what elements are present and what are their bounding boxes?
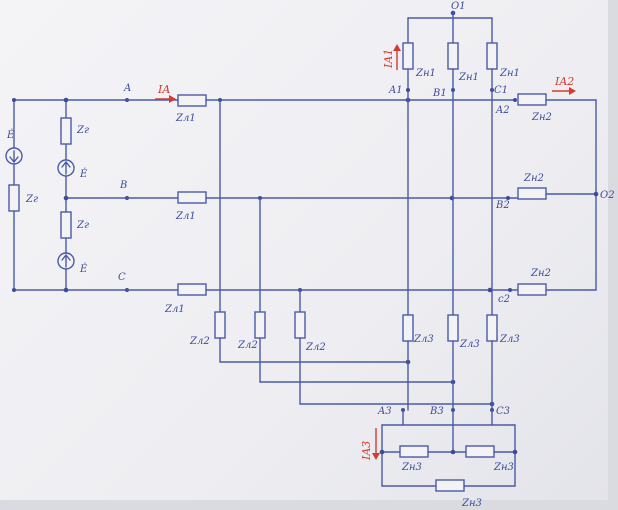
resistor-zn3-1 [399, 445, 429, 458]
label-zr2: Zг [76, 125, 89, 136]
node-a3-label: A3 [377, 406, 392, 417]
label-zl2-b: Zл2 [237, 340, 258, 351]
label-zn3-2: Zн3 [493, 462, 514, 473]
node-b-label: B [119, 180, 127, 191]
node-b1-label: B1 [432, 88, 447, 99]
label-zl3-a: Zл3 [413, 334, 434, 345]
resistor-zl1-a [177, 94, 207, 107]
arrow-up-icon [61, 253, 71, 268]
node-b3-label: B3 [429, 406, 444, 417]
arrow-up-icon [61, 160, 71, 175]
resistor-zr-bottom [60, 211, 72, 239]
label-zn3-3: Zн3 [461, 498, 482, 509]
label-e1: Ė [6, 129, 15, 141]
resistor-zl1-b [177, 191, 207, 204]
resistor-zl3-a [402, 314, 414, 342]
resistor-zl1-c [177, 283, 207, 296]
current-ia1-label: IA1 [382, 49, 395, 69]
resistor-zn1-b [447, 42, 459, 70]
node-c-label: C [118, 272, 126, 283]
node-c3-label: C3 [496, 406, 510, 417]
resistor-zn2-b [517, 187, 547, 200]
shunt-zl2: Zл2 Zл2 Zл2 [189, 99, 495, 407]
resistor-zn3-3 [435, 479, 465, 492]
arrow-down-icon [372, 453, 380, 460]
label-zl3-b: Zл3 [459, 339, 480, 350]
arrow-right-icon [169, 95, 176, 103]
node-o2-label: O2 [600, 190, 615, 201]
node-a2-label: A2 [495, 105, 510, 116]
label-zr1: Zг [25, 194, 38, 205]
resistor-zn2-a [517, 93, 547, 106]
phase-lines: A B C Zл1 Zл1 Zл1 [118, 83, 521, 315]
current-ia3-label: IA3 [360, 441, 373, 461]
arrow-down-icon [9, 150, 19, 164]
resistor-zr-top [60, 117, 72, 145]
label-zl2-a: Zл2 [189, 336, 210, 347]
resistor-zn2-c [517, 283, 547, 296]
resistor-zl2-a [214, 311, 226, 339]
arrow-right-icon [569, 87, 576, 95]
label-zl1-b: Zл1 [175, 211, 196, 222]
source-section: Ė Zг Zг Ė Zг Ė [5, 97, 126, 293]
node-o1-label: O1 [451, 1, 466, 12]
resistor-zr-left [8, 184, 20, 212]
label-zl2-c: Zл2 [305, 342, 326, 353]
arrow-up-icon [393, 44, 401, 51]
resistor-zn1-a [402, 42, 414, 70]
label-zn1-a: Zн1 [415, 68, 436, 79]
resistor-zl2-b [254, 311, 266, 339]
current-ia2-label: IA2 [554, 75, 574, 88]
node-c1-label: C1 [494, 85, 508, 96]
label-zn2-a: Zн2 [531, 112, 552, 123]
resistor-zl2-c [294, 311, 306, 339]
label-zn1-b: Zн1 [458, 72, 479, 83]
load-1: O1 Zн1 Zн1 Zн1 A1 B1 C1 [388, 1, 520, 316]
label-e3: Ė [79, 263, 88, 275]
current-arrows: IA IA1 IA2 IA3 [155, 44, 576, 461]
label-e2: Ė [79, 168, 88, 180]
label-zl1-c: Zл1 [164, 304, 185, 315]
current-ia-label: IA [157, 83, 170, 96]
node-c2-label: c2 [498, 294, 510, 305]
resistor-zl3-b [447, 314, 459, 342]
node-a1-label: A1 [388, 85, 403, 96]
label-zn2-b: Zн2 [523, 173, 544, 184]
resistor-zl3-c [486, 314, 498, 342]
paper-sheet [0, 0, 608, 500]
load-2: A2 B2 c2 O2 Zн2 Zн2 Zн2 [495, 93, 615, 305]
label-zn3-1: Zн3 [401, 462, 422, 473]
label-zn2-c: Zн2 [530, 268, 551, 279]
resistor-zn3-2 [465, 445, 495, 458]
node-a-label: A [123, 83, 131, 94]
node-b2-label: B2 [495, 200, 510, 211]
label-zl1-a: Zл1 [175, 113, 196, 124]
label-zr3: Zг [76, 220, 89, 231]
label-zl3-c: Zл3 [499, 334, 520, 345]
load-3: Zл3 Zл3 Zл3 A3 B3 C3 Zн3 Zн3 Zн3 [377, 314, 520, 509]
resistor-zn1-c [486, 42, 498, 70]
label-zn1-c: Zн1 [499, 68, 520, 79]
